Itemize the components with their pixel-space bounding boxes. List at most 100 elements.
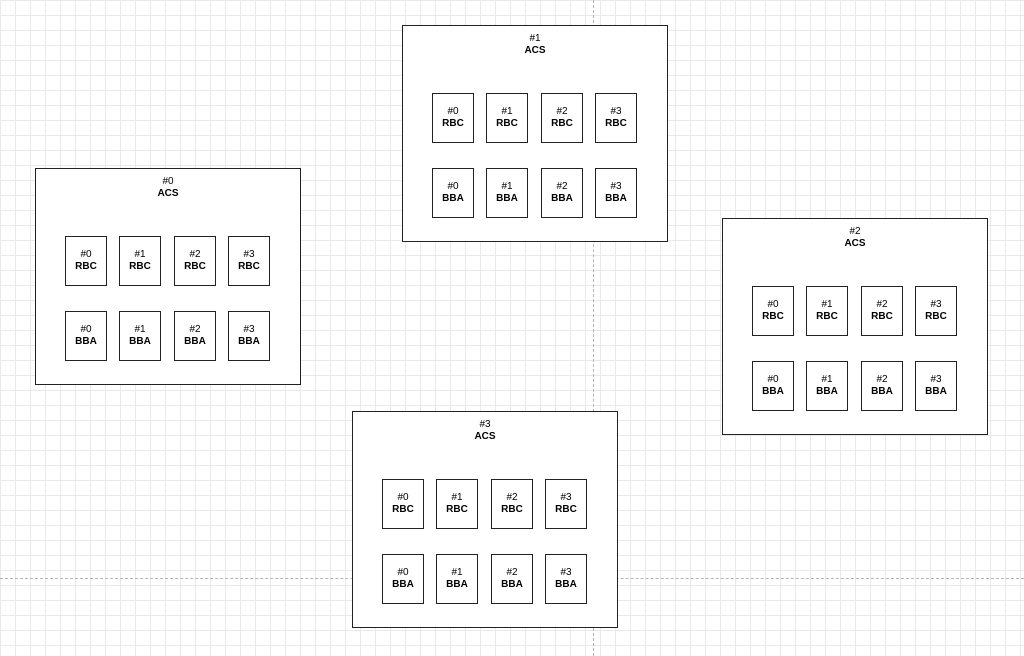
rbc-label: RBC [129, 261, 151, 272]
bba-index: #3 [560, 567, 572, 578]
rbc-index: #1 [821, 299, 833, 310]
bba-label: BBA [871, 386, 893, 397]
rbc-label: RBC [496, 118, 518, 129]
rbc-index: #3 [560, 492, 572, 503]
bba-label: BBA [75, 336, 97, 347]
rbc-label: RBC [551, 118, 573, 129]
rbc-index: #1 [451, 492, 463, 503]
acs-index: #3 [479, 419, 491, 430]
rbc-label: RBC [184, 261, 206, 272]
rbc-index: #2 [876, 299, 888, 310]
bba-index: #0 [80, 324, 92, 335]
bba-index: #3 [243, 324, 255, 335]
bba-label: BBA [446, 579, 468, 590]
rbc-index: #0 [80, 249, 92, 260]
bba-label: BBA [925, 386, 947, 397]
rbc-label: RBC [442, 118, 464, 129]
acs-index: #1 [529, 33, 541, 44]
bba-index: #0 [767, 374, 779, 385]
bba-label: BBA [816, 386, 838, 397]
bba-index: #1 [451, 567, 463, 578]
acs-label: ACS [844, 238, 866, 249]
rbc-index: #1 [134, 249, 146, 260]
bba-label: BBA [605, 193, 627, 204]
rbc-label: RBC [605, 118, 627, 129]
bba-label: BBA [496, 193, 518, 204]
bba-label: BBA [555, 579, 577, 590]
rbc-index: #3 [610, 106, 622, 117]
acs-label: ACS [157, 188, 179, 199]
rbc-label: RBC [392, 504, 414, 515]
rbc-label: RBC [446, 504, 468, 515]
bba-label: BBA [501, 579, 523, 590]
bba-label: BBA [442, 193, 464, 204]
bba-index: #2 [506, 567, 518, 578]
rbc-index: #2 [556, 106, 568, 117]
bba-index: #3 [610, 181, 622, 192]
acs-label: ACS [524, 45, 546, 56]
bba-index: #0 [397, 567, 409, 578]
rbc-index: #2 [506, 492, 518, 503]
bba-label: BBA [184, 336, 206, 347]
rbc-index: #3 [930, 299, 942, 310]
rbc-label: RBC [555, 504, 577, 515]
bba-index: #2 [189, 324, 201, 335]
bba-index: #1 [134, 324, 146, 335]
bba-label: BBA [238, 336, 260, 347]
rbc-label: RBC [925, 311, 947, 322]
rbc-label: RBC [238, 261, 260, 272]
rbc-label: RBC [501, 504, 523, 515]
rbc-label: RBC [75, 261, 97, 272]
rbc-index: #2 [189, 249, 201, 260]
bba-index: #1 [501, 181, 513, 192]
rbc-index: #0 [397, 492, 409, 503]
rbc-label: RBC [762, 311, 784, 322]
bba-label: BBA [129, 336, 151, 347]
bba-label: BBA [392, 579, 414, 590]
rbc-label: RBC [871, 311, 893, 322]
acs-label: ACS [474, 431, 496, 442]
bba-label: BBA [551, 193, 573, 204]
rbc-index: #0 [447, 106, 459, 117]
rbc-index: #0 [767, 299, 779, 310]
rbc-index: #3 [243, 249, 255, 260]
rbc-label: RBC [816, 311, 838, 322]
rbc-index: #1 [501, 106, 513, 117]
